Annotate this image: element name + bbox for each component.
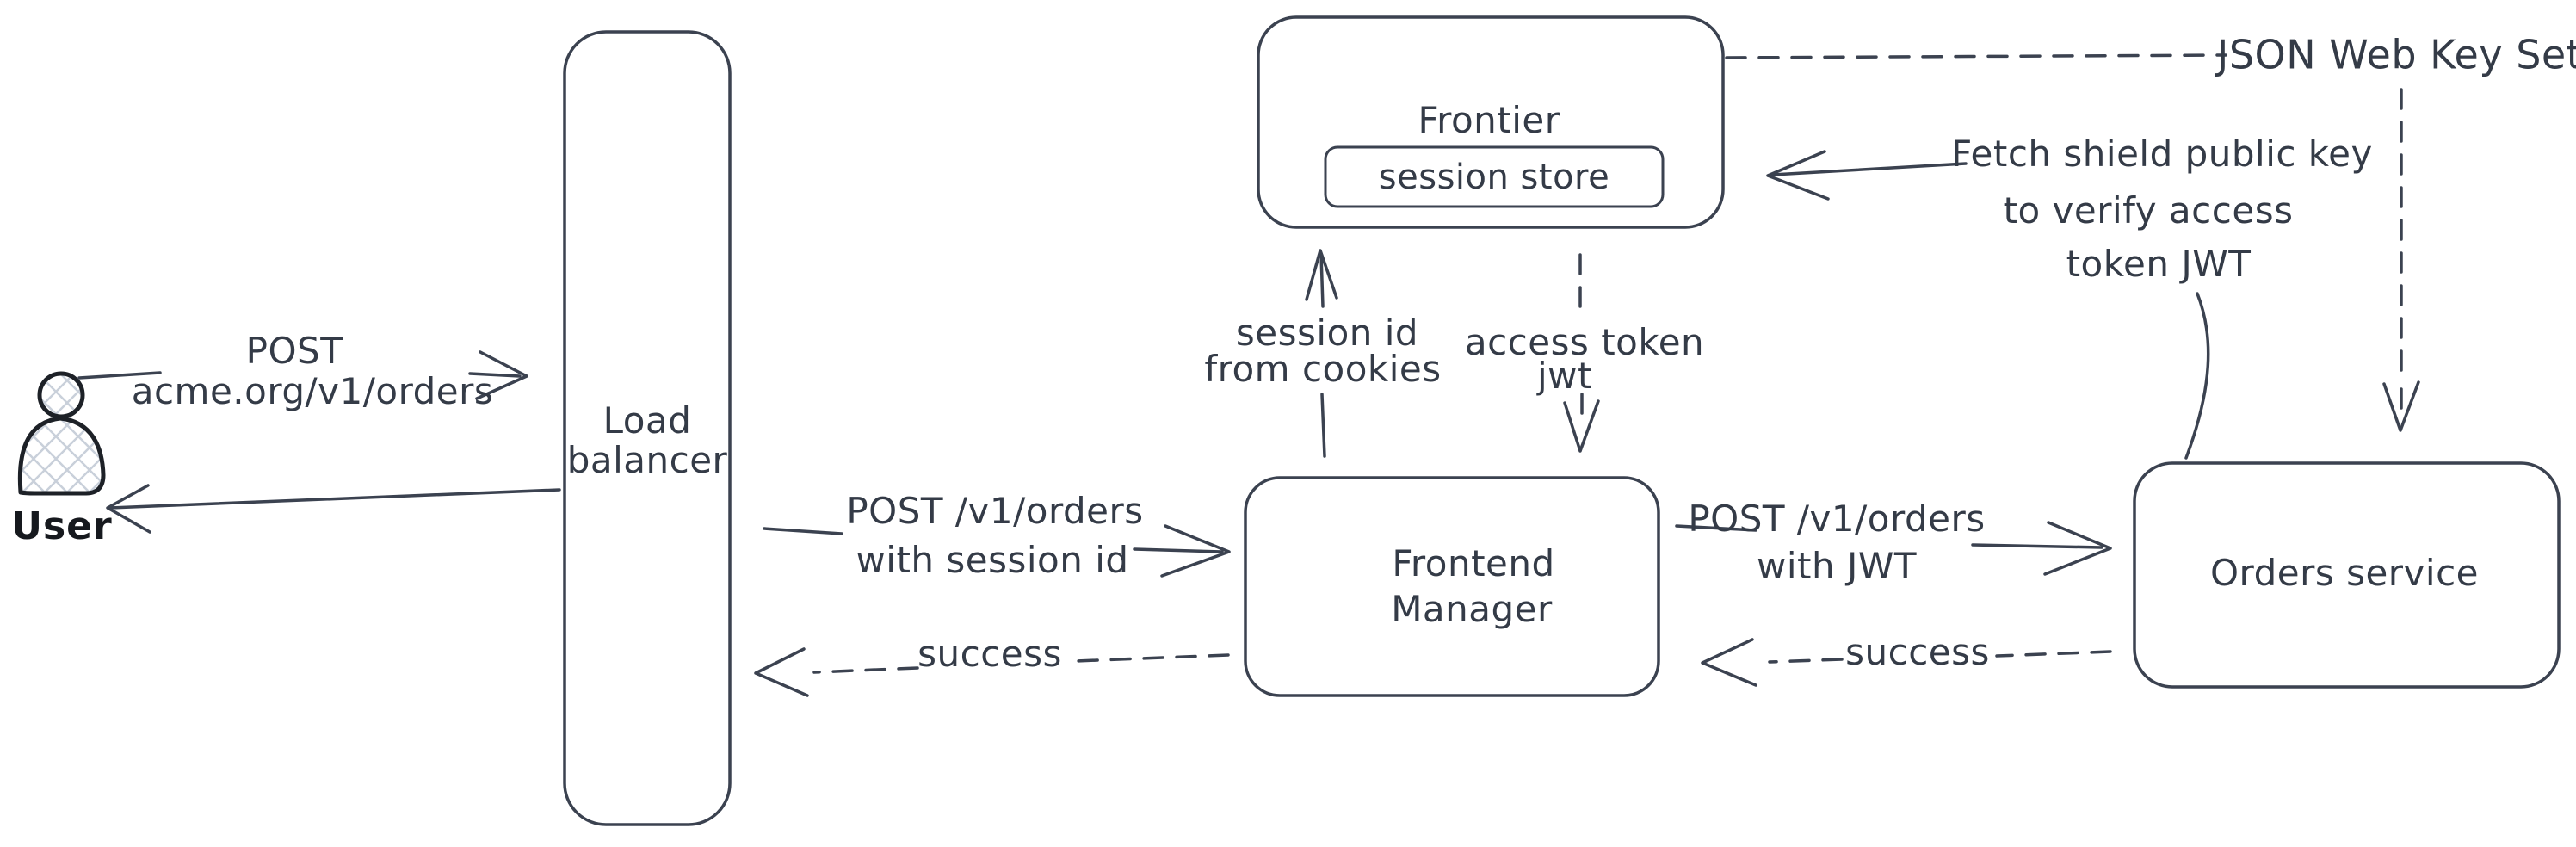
arrow-fm-to-frontier xyxy=(1305,249,1338,458)
orders-service-box xyxy=(2133,461,2561,689)
dashed-line-frontier-to-jwks xyxy=(1725,53,2227,59)
arrow-lb-to-fm xyxy=(763,524,1231,578)
load-balancer-label-line1: Load xyxy=(602,399,692,442)
user-body xyxy=(17,416,106,496)
user-person-icon xyxy=(17,371,106,496)
user-to-lb-label-line2: acme.org/v1/orders xyxy=(131,369,494,412)
frontier-to-fm-label-line1: access token xyxy=(1464,320,1705,363)
load-balancer-label-line2: balancer xyxy=(566,438,728,481)
fetch-key-label-line2: to verify access xyxy=(2003,189,2294,232)
arrow-jwks-to-orders xyxy=(2382,88,2420,432)
arrow-frontier-to-fm xyxy=(1563,253,1600,453)
frontier-box xyxy=(1257,15,1725,229)
frontend-manager-label-line1: Frontend xyxy=(1392,541,1555,584)
arrow-orders-to-frontier xyxy=(1766,150,2210,460)
arrow-fm-to-orders xyxy=(1675,521,2112,576)
arrow-fm-to-lb-success xyxy=(754,647,1230,697)
fetch-key-label-line1: Fetch shield public key xyxy=(1951,132,2373,175)
fm-to-frontier-label-line2: from cookies xyxy=(1204,347,1442,390)
frontend-manager-label-line2: Manager xyxy=(1391,587,1553,630)
arrow-orders-to-fm-success xyxy=(1701,638,2112,687)
lb-to-fm-label-line2: with session id xyxy=(856,538,1129,581)
session-store-label: session store xyxy=(1378,158,1610,197)
user-to-lb-label-line1: POST xyxy=(245,329,343,372)
fm-to-orders-label-line1: POST /v1/orders xyxy=(1688,497,1986,540)
fm-to-lb-success-label: success xyxy=(917,632,1062,675)
orders-service-label: Orders service xyxy=(2209,551,2480,594)
arrow-user-to-lb xyxy=(77,350,528,400)
lb-to-fm-label-line1: POST /v1/orders xyxy=(846,489,1144,532)
frontier-to-fm-label-line2: jwt xyxy=(1537,354,1592,397)
fetch-key-label-line3: token JWT xyxy=(2066,242,2252,285)
orders-to-fm-success-label: success xyxy=(1845,630,1990,673)
fm-to-frontier-label-line1: session id xyxy=(1235,311,1419,354)
load-balancer-box xyxy=(563,30,732,826)
fm-to-orders-label-line2: with JWT xyxy=(1756,544,1918,587)
user-label: User xyxy=(11,504,113,548)
arrow-lb-to-user xyxy=(106,484,561,534)
jwks-label: JSON Web Key Set xyxy=(2216,31,2576,78)
frontend-manager-box xyxy=(1244,476,1660,697)
frontier-label: Frontier xyxy=(1418,98,1560,141)
user-head xyxy=(37,371,85,419)
session-store-box xyxy=(1324,145,1665,208)
